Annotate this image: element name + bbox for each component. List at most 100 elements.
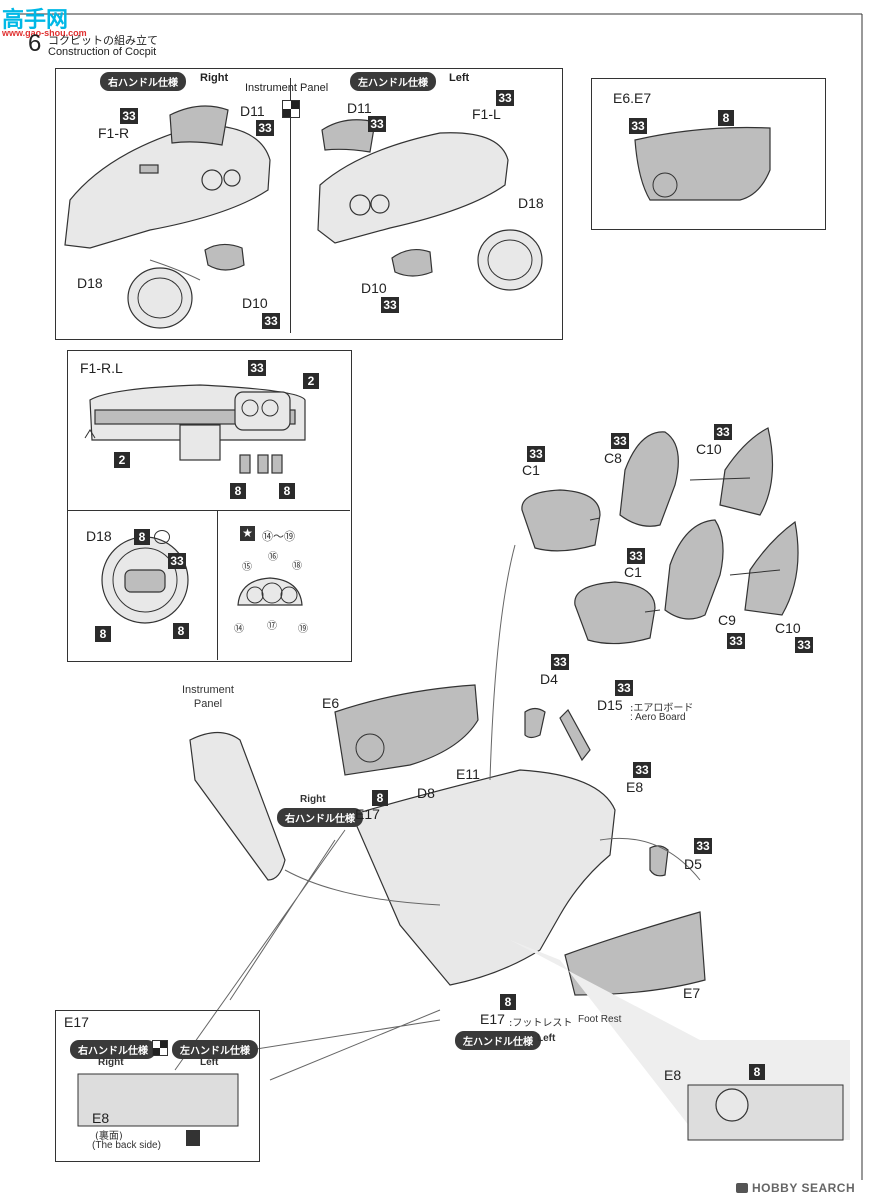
badge-33: 33 (795, 637, 813, 653)
badge-8: 8 (372, 790, 388, 806)
watermark-url: www.gao-shou.com (2, 28, 87, 38)
badge-33: 33 (248, 360, 266, 376)
label-d8: D8 (417, 785, 435, 801)
label-d11-left: D11 (347, 100, 372, 116)
panel-f1rl (67, 350, 352, 662)
star-icon: ★ (240, 526, 255, 541)
label-d11-right: D11 (240, 103, 265, 119)
label-c8: C8 (604, 450, 622, 466)
panel-e17 (55, 1010, 260, 1162)
label-e11: E11 (456, 766, 480, 782)
right-label-main: Right (300, 794, 326, 805)
right-spec-pill: 右ハンドル仕様 (100, 72, 186, 91)
badge-33: 33 (611, 433, 629, 449)
label-d15: D15 (597, 697, 623, 713)
label-c9: C9 (718, 612, 736, 628)
badge-2: 2 (303, 373, 319, 389)
badge-33: 33 (551, 654, 569, 670)
badge-33: 33 (496, 90, 514, 106)
label-f1r: F1-R (98, 125, 130, 141)
right-spec-pill-main: 右ハンドル仕様 (277, 808, 363, 827)
label-c1-bottom: C1 (624, 564, 642, 580)
panel-f1rl-vline (217, 510, 218, 660)
instrument-panel-label-main: Instrument Panel (182, 684, 234, 710)
badge-8: 8 (749, 1064, 765, 1080)
gauge-num: ⑰ (267, 621, 277, 632)
panel-d18-title: D18 (86, 528, 112, 544)
label-d10-left: D10 (361, 280, 387, 296)
label-d18-right: D18 (77, 275, 103, 291)
left-spec-label: Left (449, 72, 470, 84)
badge-33: 33 (381, 297, 399, 313)
hobby-search-logo-icon (736, 1183, 748, 1193)
right-spec-label: Right (200, 72, 229, 84)
panel-e17-title: E17 (64, 1014, 89, 1030)
label-c10-bottom: C10 (775, 620, 801, 636)
e17-right-pill: 右ハンドル仕様 (70, 1040, 156, 1059)
e17-back-en: (The back side) (92, 1140, 161, 1151)
label-e6: E6 (322, 695, 340, 711)
left-label-main: Left (537, 1033, 556, 1044)
panel-e6-e7-title: E6.E7 (613, 90, 652, 106)
badge-33: 33 (615, 680, 633, 696)
label-e8-main: E8 (626, 779, 644, 795)
panel-top (55, 68, 563, 340)
panel-e8-title: E8 (664, 1067, 682, 1083)
e17-right-label: Right (98, 1057, 124, 1068)
label-f1l: F1-L (472, 106, 501, 122)
label-e17-left: E17 (480, 1011, 505, 1027)
gauge-num: ⑮ (242, 562, 252, 573)
label-d4: D4 (540, 671, 558, 687)
e17-e8-label: E8 (92, 1110, 110, 1126)
e17-left-label: Left (200, 1057, 219, 1068)
gauge-num: ⑯ (268, 552, 278, 563)
gauge-num: ⑲ (298, 624, 308, 635)
label-c1-top: C1 (522, 462, 540, 478)
badge-8: 8 (134, 529, 150, 545)
left-spec-pill-main: 左ハンドル仕様 (455, 1031, 541, 1050)
d15-note-jp: :エアロボード (630, 703, 694, 714)
badge-33: 33 (633, 762, 651, 778)
left-spec-pill: 左ハンドル仕様 (350, 72, 436, 91)
badge-8: 8 (279, 483, 295, 499)
badge-33: 33 (168, 553, 186, 569)
badge-33: 33 (694, 838, 712, 854)
emblem-icon (154, 530, 170, 544)
badge-8: 8 (500, 994, 516, 1010)
label-d5: D5 (684, 856, 702, 872)
badge-2: 2 (114, 452, 130, 468)
e17-footrest-jp: :フットレスト (509, 1018, 573, 1029)
badge-8: 8 (230, 483, 246, 499)
badge-33: 33 (714, 424, 732, 440)
instrument-panel-label: Instrument Panel (245, 82, 329, 94)
panel-f1rl-hline (67, 510, 350, 511)
badge-33: 33 (256, 120, 274, 136)
badge-33: 33 (629, 118, 647, 134)
gauge-num: ⑱ (292, 561, 302, 572)
badge-33: 33 (262, 313, 280, 329)
panel-f1rl-title: F1-R.L (80, 360, 123, 376)
glue-icon (186, 1130, 200, 1146)
e17-back-jp: (裏面) (95, 1131, 123, 1142)
d15-note-en: : Aero Board (630, 712, 686, 723)
badge-8: 8 (718, 110, 734, 126)
badge-8: 8 (95, 626, 111, 642)
badge-33: 33 (120, 108, 138, 124)
step-title-en: Construction of Cocpit (48, 46, 157, 58)
e17-left-pill: 左ハンドル仕様 (172, 1040, 258, 1059)
footer-brand: HOBBY SEARCH (752, 1181, 856, 1195)
panel-e6-e7 (591, 78, 826, 230)
label-c10-top: C10 (696, 441, 722, 457)
step-title-jp: コクピットの組み立て (48, 34, 158, 47)
badge-33: 33 (627, 548, 645, 564)
label-e7: E7 (683, 985, 701, 1001)
badge-33: 33 (727, 633, 745, 649)
e17-footrest-en: Foot Rest (578, 1014, 622, 1025)
step-number: 6 (28, 30, 42, 57)
flag-icon (282, 100, 300, 118)
label-d18-left: D18 (518, 195, 544, 211)
badge-33: 33 (368, 116, 386, 132)
gauge-range: ⑭〜⑲ (262, 530, 295, 543)
badge-33: 33 (527, 446, 545, 462)
label-e17-right: E17 (355, 806, 380, 822)
